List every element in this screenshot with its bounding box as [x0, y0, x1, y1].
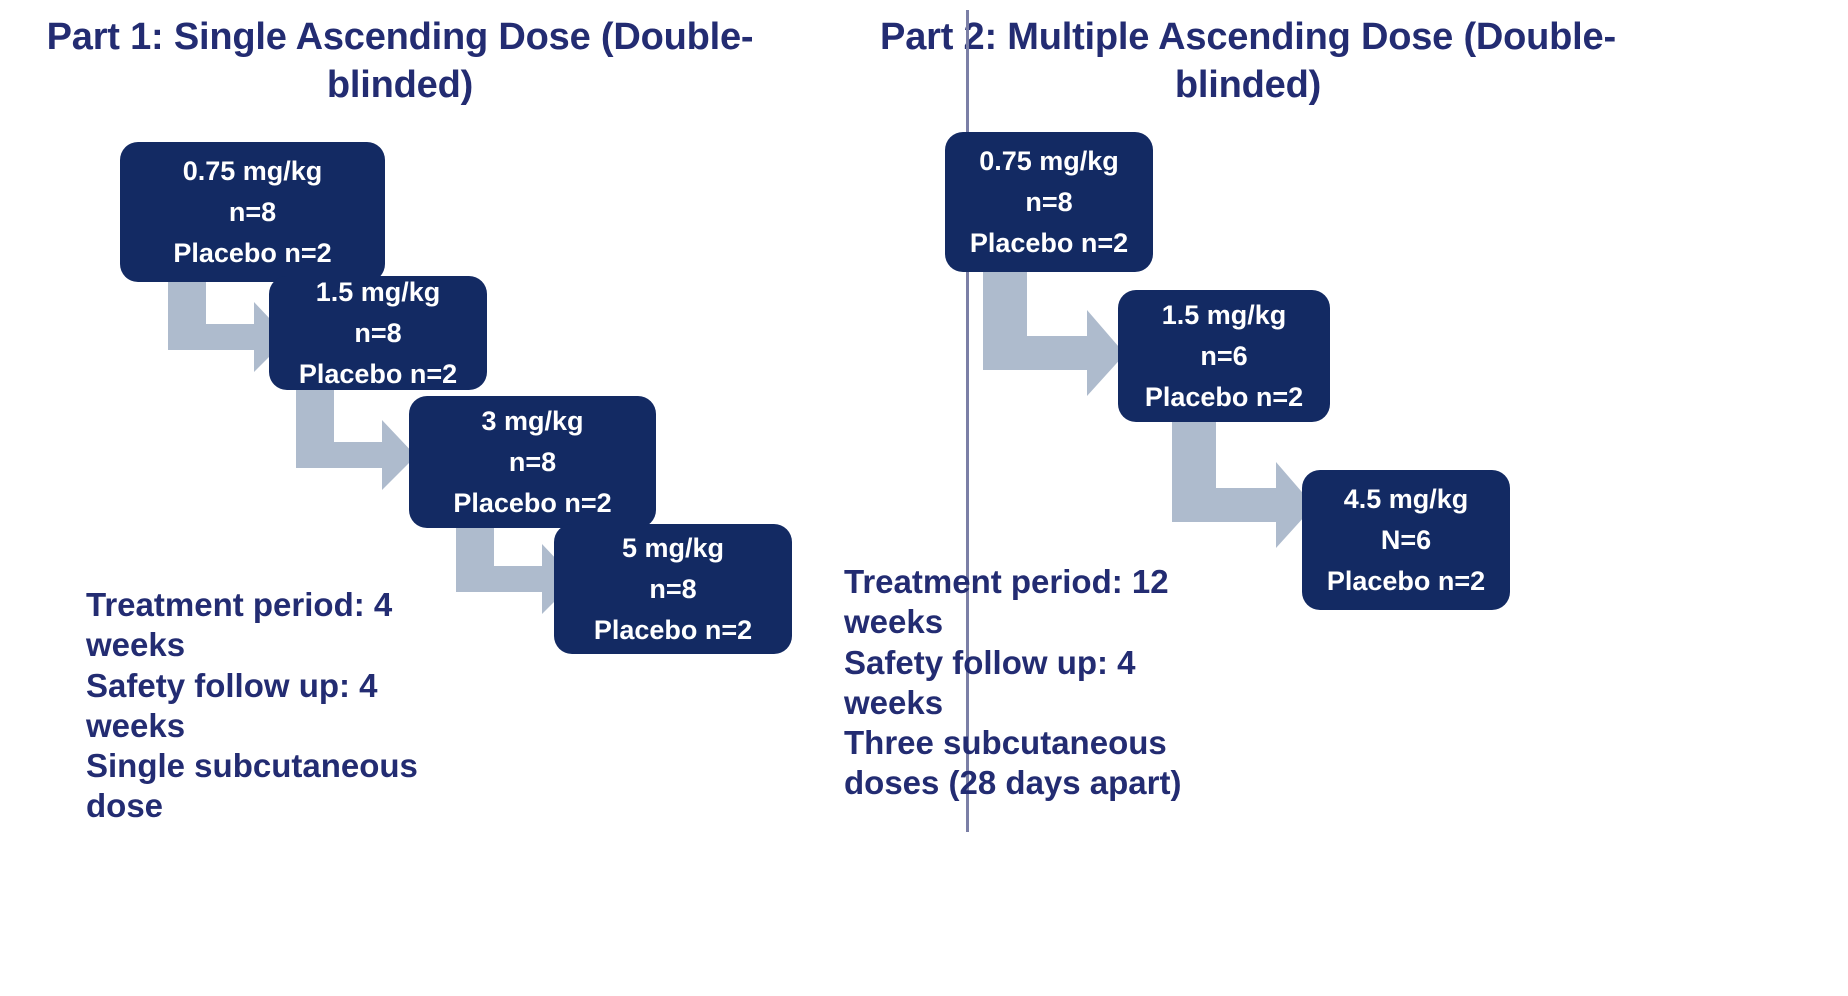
part2-notes: Treatment period: 12 weeks Safety follow…: [844, 563, 1182, 802]
dose-box-part1-3[interactable]: 3 mg/kg n=8 Placebo n=2: [409, 396, 656, 528]
arrow-part2-step2: [1172, 420, 1314, 548]
dose-label: 0.75 mg/kg: [979, 145, 1119, 176]
placebo-label: Placebo n=2: [173, 237, 332, 268]
n-label: n=6: [1200, 340, 1248, 371]
n-label: n=8: [354, 317, 402, 348]
arrow-part1-step1: [168, 272, 288, 372]
part1-notes: Treatment period: 4 weeks Safety follow …: [86, 586, 418, 825]
dose-label: 1.5 mg/kg: [315, 276, 441, 307]
placebo-label: Placebo n=2: [969, 227, 1129, 258]
dose-label: 3 mg/kg: [481, 405, 584, 436]
n-label: n=8: [508, 446, 557, 477]
dose-box-part1-4[interactable]: 5 mg/kg n=8 Placebo n=2: [554, 524, 792, 654]
placebo-label: Placebo n=2: [1144, 381, 1304, 412]
n-label: n=8: [228, 196, 277, 227]
dose-label: 5 mg/kg: [621, 532, 725, 563]
n-label: n=8: [649, 573, 697, 604]
n-label: N=6: [1380, 524, 1432, 555]
n-label: n=8: [1025, 186, 1073, 217]
dose-label: 1.5 mg/kg: [1161, 299, 1287, 330]
placebo-label: Placebo n=2: [593, 614, 753, 645]
placebo-label: Placebo n=2: [1326, 565, 1486, 596]
dose-box-part2-2[interactable]: 1.5 mg/kg n=6 Placebo n=2: [1118, 290, 1330, 422]
dose-box-part1-1[interactable]: 0.75 mg/kg n=8 Placebo n=2: [120, 142, 385, 282]
arrow-part1-step2: [296, 390, 416, 490]
dose-label: 0.75 mg/kg: [182, 155, 323, 186]
dose-box-part1-2[interactable]: 1.5 mg/kg n=8 Placebo n=2: [269, 276, 487, 390]
part2-title: Part 2: Multiple Ascending Dose (Double-…: [880, 16, 1616, 106]
dose-label: 4.5 mg/kg: [1343, 483, 1469, 514]
panel-divider: [966, 10, 969, 832]
arrow-part2-step1: [983, 268, 1125, 396]
dose-box-part2-1[interactable]: 0.75 mg/kg n=8 Placebo n=2: [945, 132, 1153, 272]
placebo-label: Placebo n=2: [298, 358, 458, 389]
part1-title: Part 1: Single Ascending Dose (Double-bl…: [46, 16, 754, 106]
arrow-part1-step3: [456, 514, 576, 614]
dose-box-part2-3[interactable]: 4.5 mg/kg N=6 Placebo n=2: [1302, 470, 1510, 610]
placebo-label: Placebo n=2: [453, 487, 612, 518]
